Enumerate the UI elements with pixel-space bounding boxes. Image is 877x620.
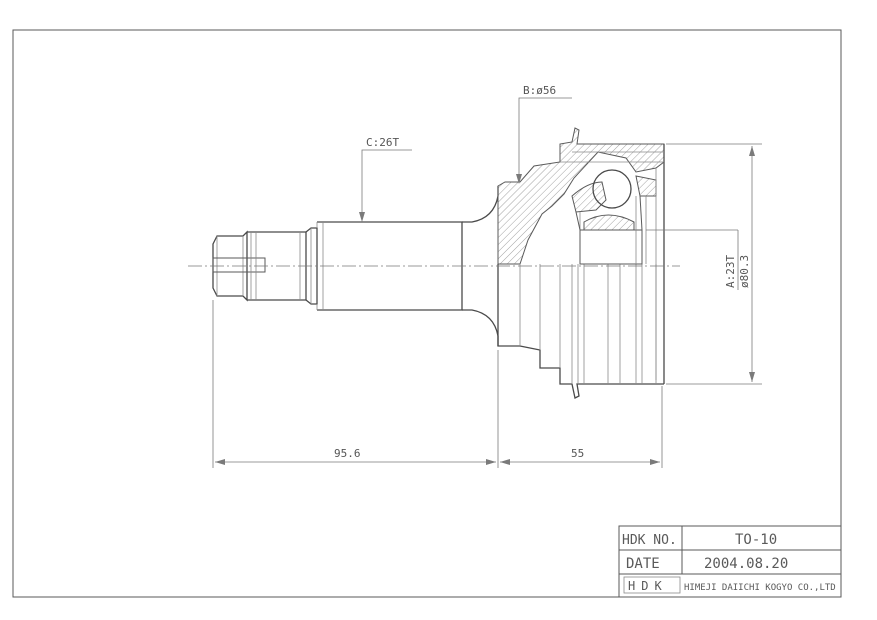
leader-diameter-b xyxy=(516,97,572,184)
hdk-logo-text: HDK xyxy=(628,579,668,593)
title-part-no-value: TO-10 xyxy=(735,532,777,548)
label-diameter-outer: ø80.3 xyxy=(738,255,751,288)
label-diameter-b: B:ø56 xyxy=(523,84,556,97)
dimension-diameter-outer xyxy=(666,143,762,385)
drawing-frame xyxy=(12,29,842,598)
hdk-logo xyxy=(623,576,681,594)
title-part-no-label: HDK NO. xyxy=(622,533,677,548)
title-block xyxy=(618,525,842,598)
leader-spline-c xyxy=(359,149,412,222)
leader-spline-a xyxy=(646,229,739,290)
title-date-label: DATE xyxy=(626,556,660,572)
label-spline-a: A:23T xyxy=(724,255,737,288)
label-length-bell: 55 xyxy=(571,447,584,460)
title-company: HIMEJI DAIICHI KOGYO CO.,LTD xyxy=(684,583,836,593)
label-spline-c: C:26T xyxy=(366,136,399,149)
ball-bearing xyxy=(592,169,632,209)
title-date-value: 2004.08.20 xyxy=(704,556,788,572)
bell-housing xyxy=(497,127,665,399)
dimension-lengths xyxy=(212,300,663,468)
label-length-stem: 95.6 xyxy=(334,447,361,460)
